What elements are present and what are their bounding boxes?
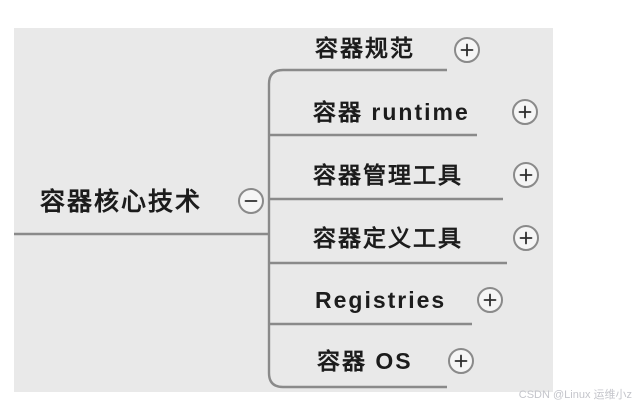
expand-button-specs[interactable]: [454, 37, 480, 63]
root-topic-label[interactable]: 容器核心技术: [40, 188, 203, 216]
watermark-text: CSDN @Linux 运维小z: [518, 389, 632, 401]
plus-icon: [483, 293, 497, 307]
branch-label-os[interactable]: 容器 OS: [317, 348, 413, 374]
branch-label-registries[interactable]: Registries: [315, 287, 447, 313]
expand-button-registries[interactable]: [477, 287, 503, 313]
branch-label-specs[interactable]: 容器规范: [315, 35, 415, 61]
collapse-button-root[interactable]: [238, 188, 264, 214]
plus-icon: [519, 231, 533, 245]
branch-label-define[interactable]: 容器定义工具: [313, 225, 463, 251]
expand-button-os[interactable]: [448, 348, 474, 374]
plus-icon: [454, 354, 468, 368]
expand-button-runtime[interactable]: [512, 99, 538, 125]
plus-icon: [519, 168, 533, 182]
branch-label-runtime[interactable]: 容器 runtime: [313, 99, 470, 125]
expand-button-mgmt[interactable]: [513, 162, 539, 188]
plus-icon: [460, 43, 474, 57]
plus-icon: [518, 105, 532, 119]
expand-button-define[interactable]: [513, 225, 539, 251]
branch-label-mgmt[interactable]: 容器管理工具: [313, 162, 463, 188]
minus-icon: [244, 200, 258, 202]
